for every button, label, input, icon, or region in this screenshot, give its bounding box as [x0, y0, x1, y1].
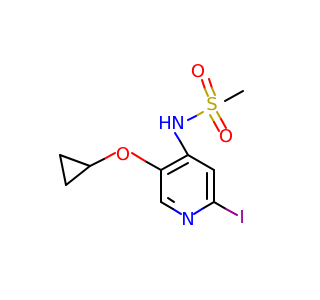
iodine-label: I: [239, 207, 244, 228]
ring-bond-n-c6: [160, 201, 174, 210]
amine-nitrogen-label: N: [171, 113, 184, 134]
sulfonyl-o-bottom-bond-left-gold: [209, 114, 215, 123]
iodine-bond-black: [213, 201, 227, 210]
ring-bond-c4-c3: [187, 154, 215, 171]
molecule-canvas: O S O N H O N I: [59, 61, 245, 230]
ring-bond-c2-n: [201, 201, 215, 210]
ether-oxygen-label: O: [116, 144, 130, 165]
ring-bond-n-c2-blue: [193, 208, 203, 215]
ring-bond-n-c6-blue: [172, 208, 182, 215]
cyclopropyl-bond-1: [59, 154, 91, 167]
sulfonyl-o-bottom-bond-right: [220, 118, 227, 129]
ether-ring-bond-black: [144, 160, 162, 171]
sulfonyl-o-top-bond-right-gold: [211, 87, 216, 96]
iodine-bond-purple: [225, 208, 238, 216]
ether-ring-bond-red: [131, 152, 146, 162]
nh-ring-bond-blue: [174, 132, 181, 142]
cyclopropyl-bond-2: [59, 154, 67, 186]
methyl-bond: [224, 90, 244, 102]
pyridine-nitrogen-label: N: [181, 209, 194, 230]
sulfonyl-o-bottom-bond-right-gold: [216, 111, 222, 120]
sulfonyl-o-top-bond-left: [201, 79, 206, 90]
nh-ring-bond-black: [179, 140, 189, 156]
ether-cyclopropyl-bond-black: [89, 158, 105, 167]
s-nh-bond-blue: [187, 115, 197, 121]
sulfonyl-o-bottom-bond-left: [213, 121, 220, 132]
cyclopropyl-bond-3: [65, 165, 91, 186]
sulfonyl-oxygen-bottom-label: O: [219, 126, 233, 147]
ether-cyclopropyl-bond-red: [103, 152, 116, 160]
s-nh-bond-gold: [195, 111, 204, 117]
sulfonyl-o-top-bond-left-gold: [204, 88, 209, 97]
ring-bond-c5-c4: [160, 154, 189, 171]
molecule-structure: O S O N H O N I: [59, 61, 245, 230]
sulfonyl-o-top-bond-right: [208, 78, 213, 89]
amine-hydrogen-label: H: [158, 113, 172, 134]
sulfur-label: S: [206, 94, 217, 115]
ring-bond-n-c6-inner: [167, 197, 175, 203]
ring-bond-c5-c4-inner: [167, 162, 189, 175]
sulfonyl-oxygen-top-label: O: [191, 61, 205, 82]
